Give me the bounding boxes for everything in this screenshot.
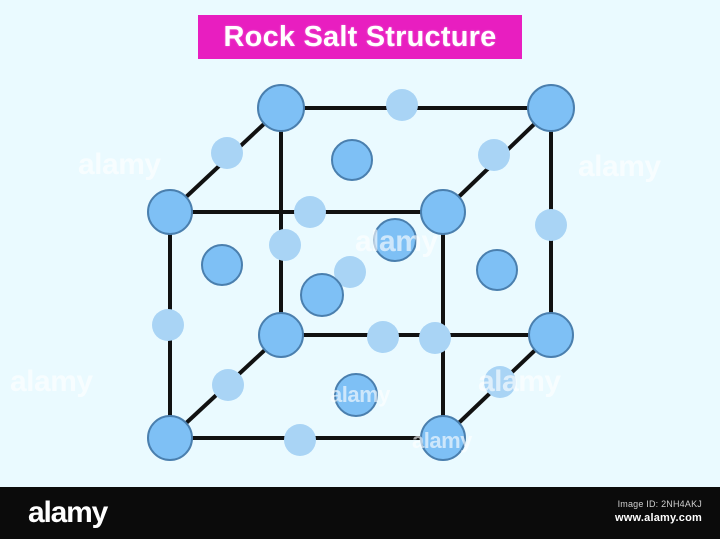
large-ion-face-left-center <box>201 244 243 286</box>
large-ion-face-interior-center <box>373 218 417 262</box>
small-ions-group <box>152 89 567 456</box>
page-title: Rock Salt Structure <box>223 20 497 53</box>
large-ion-corner-back-bottom-left <box>258 312 304 358</box>
small-ion-edge-back-top <box>386 89 418 121</box>
large-ion-face-right-center <box>476 249 518 291</box>
large-ion-corner-back-bottom-right <box>528 312 574 358</box>
large-ion-corner-front-bottom-right <box>420 415 466 461</box>
small-ion-edge-front-bottom-center <box>284 424 316 456</box>
small-ion-edge-top-right-diagonal <box>478 139 510 171</box>
small-ion-edge-bottom-left-diagonal <box>212 369 244 401</box>
small-ion-edge-back-bottom-left <box>367 321 399 353</box>
small-ion-edge-back-vertical-right <box>535 209 567 241</box>
alamy-url-label: www.alamy.com <box>615 512 702 524</box>
small-ion-edge-back-bottom-right <box>419 322 451 354</box>
alamy-footer-bar: alamy Image ID: 2NH4AKJ www.alamy.com <box>0 487 720 539</box>
large-ion-corner-front-top-left <box>147 189 193 235</box>
small-ion-edge-left-vertical <box>152 309 184 341</box>
large-ion-corner-front-bottom-left <box>147 415 193 461</box>
large-ions-group <box>147 84 575 461</box>
large-ion-face-bottom-center <box>334 373 378 417</box>
image-id-label: Image ID: 2NH4AKJ <box>617 499 702 509</box>
small-ion-edge-front-top-center <box>294 196 326 228</box>
large-ion-corner-front-top-right <box>420 189 466 235</box>
small-ion-edge-interior-upper <box>269 229 301 261</box>
large-ion-corner-back-top-left <box>257 84 305 132</box>
small-ion-edge-interior-mid <box>334 256 366 288</box>
large-ion-face-front-center <box>300 273 344 317</box>
large-ion-corner-back-top-right <box>527 84 575 132</box>
large-ion-face-top-center <box>331 139 373 181</box>
rock-salt-lattice-diagram <box>147 84 575 461</box>
title-banner: Rock Salt Structure <box>198 15 522 59</box>
alamy-logo: alamy <box>28 496 108 529</box>
alamy-metadata: Image ID: 2NH4AKJ www.alamy.com <box>615 498 702 526</box>
small-ion-edge-bottom-right-diagonal <box>484 366 516 398</box>
small-ion-edge-top-left-diagonal <box>211 137 243 169</box>
